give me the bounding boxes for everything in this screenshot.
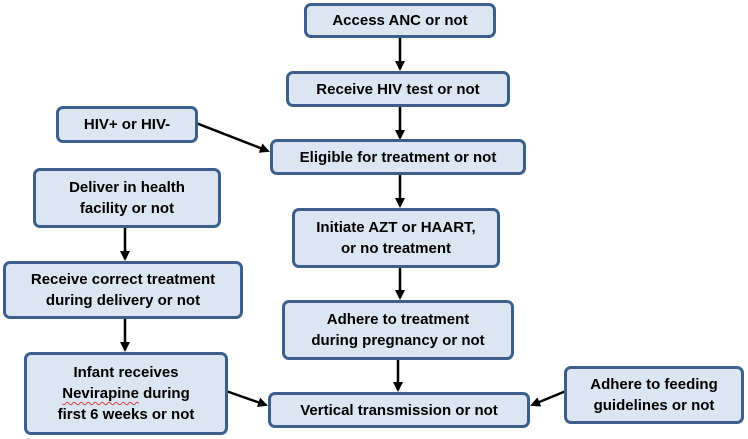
node-receive-hiv-test: Receive HIV test or not [286, 71, 510, 107]
arrow-feeding-to-transmission [530, 389, 567, 407]
node-infant-nevirapine: Infant receives Nevirapine during first … [24, 352, 228, 435]
arrow-hiv-to-eligible [195, 121, 270, 153]
node-access-anc: Access ANC or not [304, 3, 496, 38]
node-deliver-facility: Deliver in health facility or not [33, 168, 221, 228]
node-receive-correct-treatment: Receive correct treatment during deliver… [3, 261, 243, 319]
node-hiv-status: HIV+ or HIV- [56, 106, 198, 143]
spellcheck-word: Nevirapine [62, 385, 139, 402]
node-adhere-feeding: Adhere to feeding guidelines or not [564, 366, 744, 424]
node-adhere-treatment: Adhere to treatment during pregnancy or … [282, 300, 514, 360]
node-initiate-treatment: Initiate AZT or HAART, or no treatment [292, 208, 500, 268]
node-vertical-transmission: Vertical transmission or not [268, 392, 530, 428]
arrow-infant-to-transmission [225, 389, 268, 408]
node-eligible-treatment: Eligible for treatment or not [270, 139, 526, 175]
